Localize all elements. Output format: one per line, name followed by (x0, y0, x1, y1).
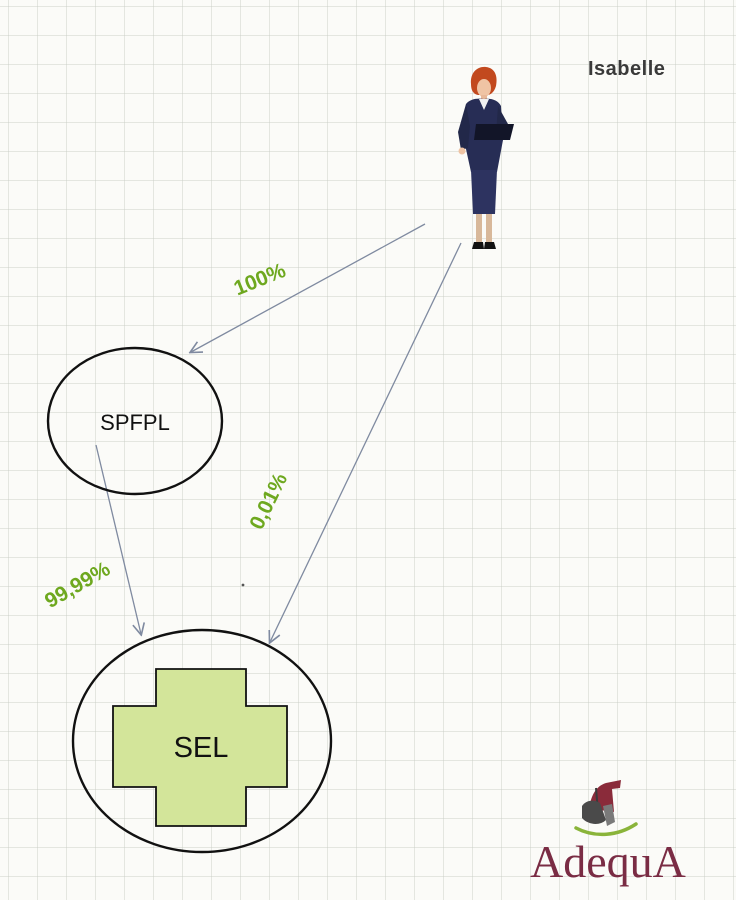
arrow-isabelle-to-sel (270, 242, 462, 642)
arrow-spfpl-to-sel (95, 444, 141, 634)
spfpl-label: SPFPL (100, 410, 170, 435)
arrow-isabelle-to-spfpl (191, 223, 426, 352)
sel-cross-shape (112, 668, 288, 827)
sel-label: SEL (174, 732, 229, 764)
person-name: Isabelle (588, 58, 665, 80)
edge-label-spfpl-sel: 99,99% (41, 557, 114, 613)
ship-logo-icon (574, 780, 638, 837)
sel-node (71, 628, 333, 854)
edge-label-isabelle-spfpl: 100% (231, 259, 290, 301)
spfpl-node (46, 346, 224, 496)
logo-text: AdequA (530, 836, 686, 887)
stray-dot (241, 583, 245, 587)
edge-label-isabelle-sel: 0,01% (245, 469, 292, 533)
businesswoman-icon (458, 66, 514, 249)
